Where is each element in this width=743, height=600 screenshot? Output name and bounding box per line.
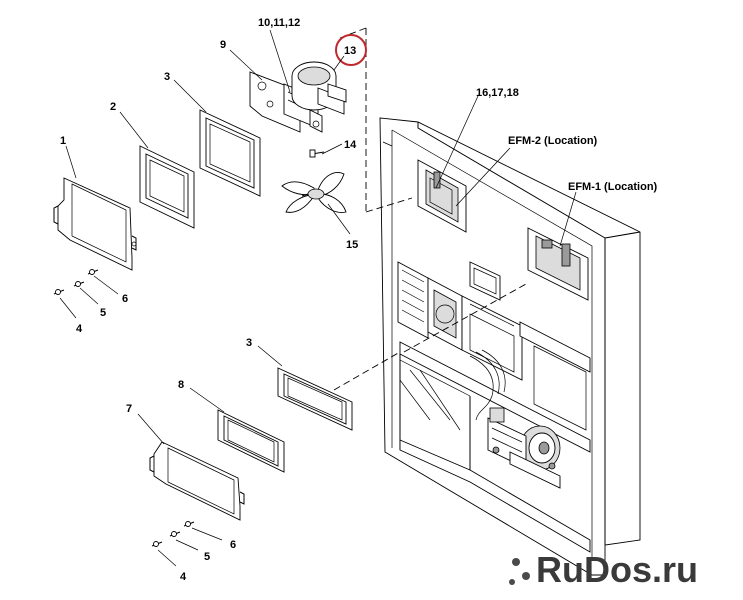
cover-7 bbox=[149, 441, 245, 521]
callout-13: 13 bbox=[344, 45, 356, 57]
fan-15 bbox=[281, 172, 347, 213]
callout-3-lower: 3 bbox=[246, 337, 252, 349]
hardware-upper bbox=[53, 269, 99, 295]
screw-14 bbox=[309, 149, 325, 158]
callout-3-upper: 3 bbox=[164, 71, 170, 83]
callout-6-lower: 6 bbox=[230, 539, 236, 551]
callout-5-upper: 5 bbox=[100, 307, 106, 319]
callout-8: 8 bbox=[178, 379, 184, 391]
hardware-lower bbox=[151, 521, 195, 547]
gasket-2 bbox=[139, 145, 195, 229]
watermark-text: RuDos.ru bbox=[536, 549, 698, 590]
callout-4-lower: 4 bbox=[180, 571, 187, 583]
callout-6-upper: 6 bbox=[122, 293, 128, 305]
gasket-3-upper bbox=[199, 109, 261, 197]
location-efm-2: EFM-2 (Location) bbox=[508, 135, 598, 147]
callout-15: 15 bbox=[346, 239, 358, 251]
watermark-dot-icon bbox=[512, 558, 520, 566]
housing-assembly bbox=[379, 117, 641, 576]
callout-1: 1 bbox=[60, 135, 66, 147]
leader-lines bbox=[59, 29, 577, 567]
callout-labels: 1 2 3 9 10,11,12 13 14 15 16,17,18 6 5 4… bbox=[60, 17, 658, 583]
gasket-8 bbox=[217, 409, 285, 473]
callout-10-11-12: 10,11,12 bbox=[258, 17, 300, 29]
callout-16-17-18: 16,17,18 bbox=[476, 87, 519, 99]
cover-1 bbox=[53, 177, 137, 271]
callout-2: 2 bbox=[110, 101, 116, 113]
watermark: RuDos.ru bbox=[509, 549, 698, 590]
gasket-3-lower bbox=[277, 367, 353, 431]
callout-5-lower: 5 bbox=[204, 551, 210, 563]
callout-14: 14 bbox=[344, 139, 357, 151]
highlight-circle-13 bbox=[335, 34, 367, 66]
callout-4-upper: 4 bbox=[76, 323, 83, 335]
callout-9: 9 bbox=[220, 39, 226, 51]
motor-mount-assembly bbox=[249, 61, 347, 133]
hidden-lines bbox=[333, 27, 527, 391]
callout-7: 7 bbox=[126, 403, 132, 415]
location-efm-1: EFM-1 (Location) bbox=[568, 181, 658, 193]
